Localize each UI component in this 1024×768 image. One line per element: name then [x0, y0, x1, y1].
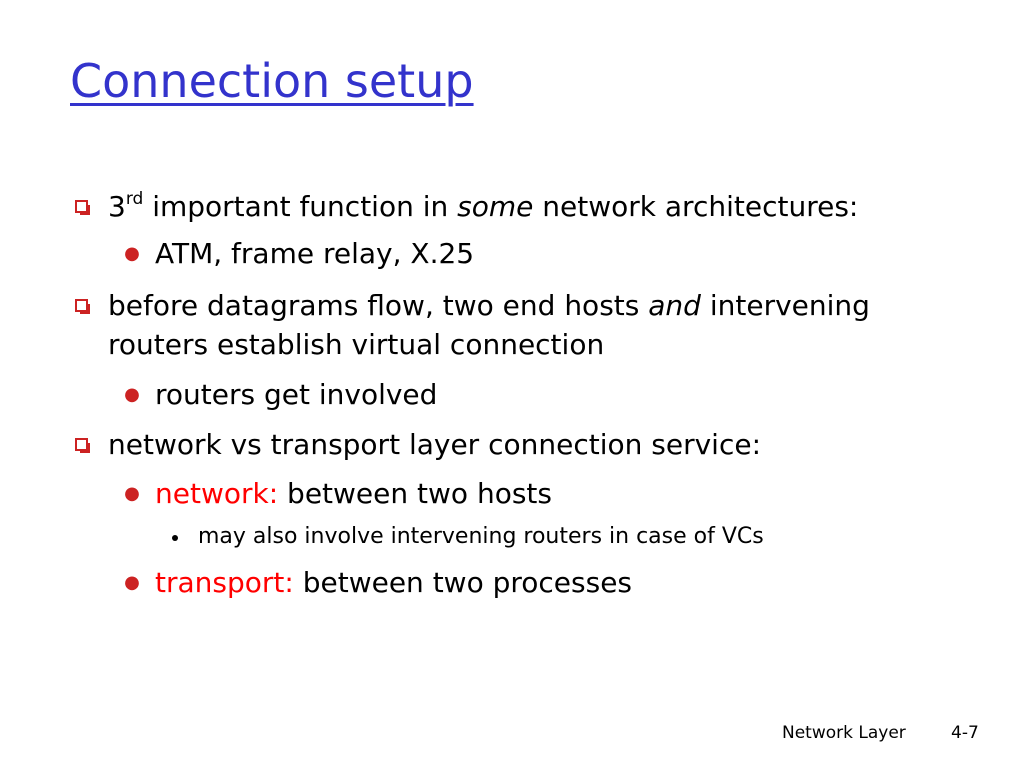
square-bullet-icon	[75, 438, 90, 453]
bullet-3: network vs transport layer connection se…	[108, 428, 761, 461]
circle-bullet-icon: ●	[124, 384, 140, 405]
bullet-2-line-2: routers establish virtual connection	[108, 328, 605, 361]
bullet-3-1-label: network:	[155, 477, 279, 510]
square-bullet-icon	[75, 200, 90, 215]
bullet-3-2: transport: between two processes	[155, 569, 632, 597]
bullet-3-1: network: between two hosts	[155, 480, 552, 508]
bullet-1-superscript: rd	[125, 189, 144, 209]
bullet-1-1: ATM, frame relay, X.25	[155, 237, 475, 270]
bullet-2-pre: before datagrams flow, two end hosts	[108, 289, 649, 322]
footer-page-number: 4-7	[951, 723, 979, 743]
slide-title: Connection setup	[70, 54, 474, 108]
bullet-3-2-label: transport:	[155, 566, 294, 599]
bullet-2-emphasis: and	[648, 289, 701, 322]
bullet-3-1-1: may also involve intervening routers in …	[198, 524, 764, 549]
bullet-1: 3rd important function in some network a…	[108, 190, 859, 223]
circle-bullet-icon: ●	[124, 483, 140, 504]
square-bullet-icon	[75, 299, 90, 314]
bullet-2-post: intervening	[700, 289, 870, 322]
bullet-1-emphasis: some	[457, 190, 534, 223]
bullet-2-1: routers get involved	[155, 378, 438, 411]
bullet-3-1-text: between two hosts	[278, 477, 552, 510]
bullet-1-prefix: 3	[108, 190, 126, 223]
bullet-3-2-text: between two processes	[293, 566, 633, 599]
dot-bullet-icon	[172, 535, 178, 541]
bullet-1-suffix: network architectures:	[533, 190, 859, 223]
footer-section: Network Layer	[782, 723, 906, 743]
bullet-1-mid: important function in	[143, 190, 458, 223]
bullet-2-line-1: before datagrams flow, two end hosts and…	[108, 292, 870, 320]
circle-bullet-icon: ●	[124, 243, 140, 264]
circle-bullet-icon: ●	[124, 572, 140, 593]
